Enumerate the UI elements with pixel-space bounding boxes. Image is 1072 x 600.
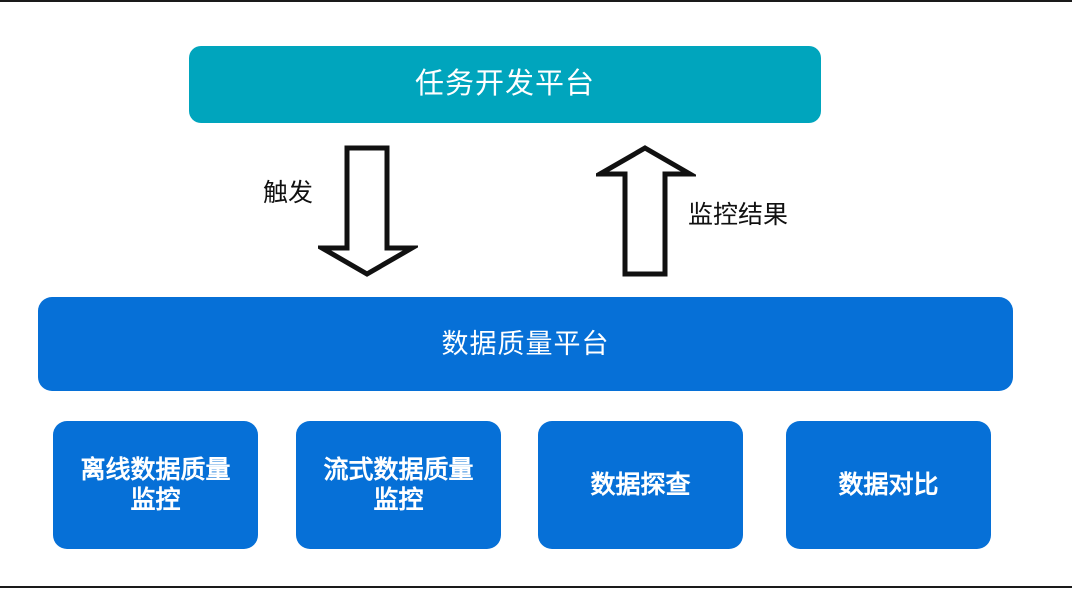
data-quality-platform-label: 数据质量平台: [441, 328, 610, 359]
module-label: 流式数据质量 监控: [323, 455, 474, 515]
trigger-arrow-label: 触发: [263, 179, 314, 207]
top-divider-rule: [0, 0, 1072, 2]
task-development-platform-box[interactable]: 任务开发平台: [189, 46, 821, 123]
arrow-up-icon: [590, 145, 700, 277]
module-label: 数据对比: [838, 470, 939, 499]
task-development-platform-label: 任务开发平台: [414, 67, 595, 100]
module-box-data-comparison[interactable]: 数据对比: [786, 421, 991, 549]
module-label: 数据探查: [590, 470, 691, 499]
arrow-down-icon: [312, 145, 422, 277]
monitor-result-arrow-label: 监控结果: [688, 201, 789, 229]
bottom-divider-rule: [0, 586, 1072, 588]
data-quality-platform-box[interactable]: 数据质量平台: [38, 297, 1013, 391]
module-box-offline-data-quality-monitoring[interactable]: 离线数据质量 监控: [53, 421, 258, 549]
module-box-streaming-data-quality-monitoring[interactable]: 流式数据质量 监控: [296, 421, 501, 549]
module-label: 离线数据质量 监控: [80, 455, 231, 515]
monitor-result-arrow: [590, 144, 700, 283]
trigger-arrow: [312, 144, 422, 283]
module-box-data-exploration[interactable]: 数据探查: [538, 421, 743, 549]
